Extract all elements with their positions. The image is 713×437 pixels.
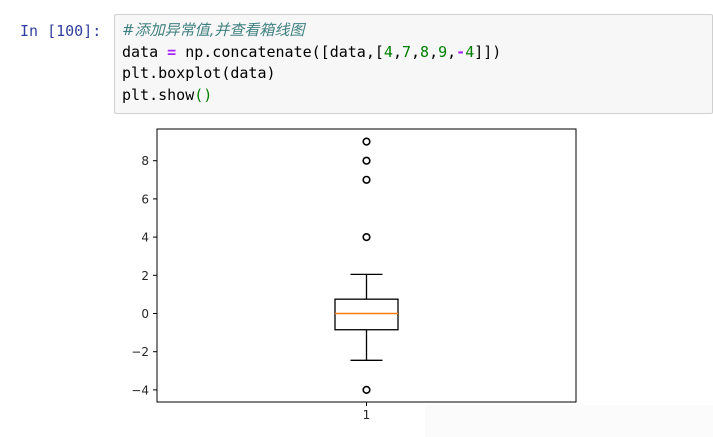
- box: [334, 298, 399, 331]
- outlier-point: [362, 233, 371, 242]
- outlier-point: [362, 156, 371, 165]
- y-tick-label: 8: [141, 154, 149, 168]
- cell-prompt: In [100]:: [20, 22, 102, 40]
- y-tick-label: 6: [141, 192, 149, 206]
- code-token: ,: [392, 42, 402, 61]
- code-operator: -: [456, 42, 466, 61]
- code-token: ]]): [474, 42, 502, 61]
- code-operator: =: [167, 42, 177, 61]
- code-token: ,: [411, 42, 421, 61]
- code-number: 9: [438, 42, 448, 61]
- y-tick-label: 2: [141, 269, 149, 283]
- y-tick-label: 4: [141, 231, 149, 245]
- code-token: plt.show: [122, 85, 195, 104]
- code-cell[interactable]: #添加异常值,并查看箱线图 data = np.concatenate([dat…: [114, 14, 713, 114]
- code-parens: (): [194, 85, 213, 104]
- code-comment: #添加异常值,并查看箱线图: [122, 21, 305, 39]
- code-token: ,: [447, 42, 457, 61]
- code-number: 4: [383, 42, 393, 61]
- code-token: ,: [429, 42, 439, 61]
- y-tick-label: −2: [131, 345, 149, 359]
- outlier-point: [362, 137, 371, 146]
- code-number: 8: [420, 42, 430, 61]
- code-number: 7: [401, 42, 411, 61]
- code-token: data: [122, 42, 168, 61]
- y-tick-label: 0: [141, 307, 149, 321]
- plot-frame: [156, 128, 577, 403]
- outlier-point: [362, 385, 371, 395]
- code-editor[interactable]: #添加异常值,并查看箱线图 data = np.concatenate([dat…: [122, 20, 501, 106]
- code-token: np.concatenate([data,[: [176, 42, 384, 61]
- code-line: plt.boxplot(data): [122, 64, 276, 82]
- outlier-point: [362, 175, 371, 184]
- output-background: [425, 405, 713, 437]
- code-number: 4: [465, 42, 475, 61]
- y-tick-label: −4: [131, 383, 149, 397]
- x-tick-label: 1: [363, 408, 371, 422]
